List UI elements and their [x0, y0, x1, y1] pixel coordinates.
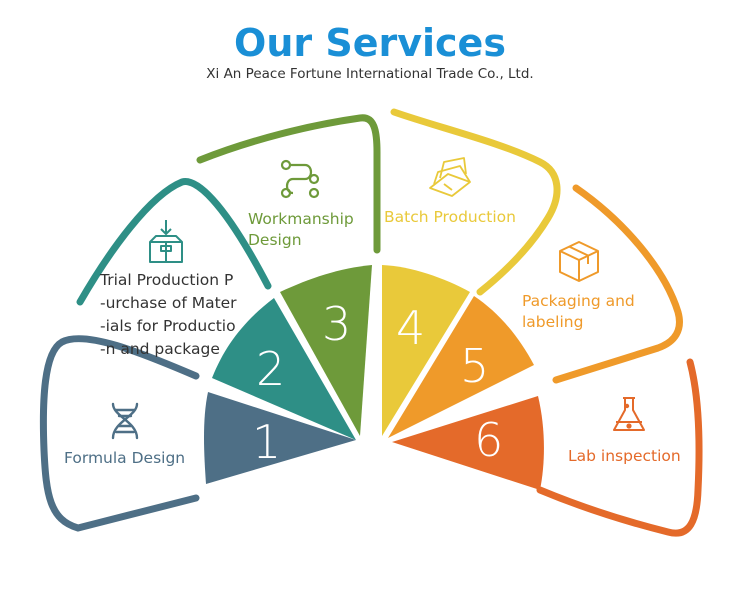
step-2-label-line: -urchase of Mater — [100, 294, 237, 312]
step-2-label-line: Trial Production P — [99, 271, 233, 289]
step-4-wedge[interactable] — [382, 265, 470, 436]
step-2-outer-arc — [76, 178, 272, 306]
step-6-number: 6 — [474, 413, 503, 467]
step-1-label: Formula Design — [64, 449, 185, 467]
workflow-icon — [280, 159, 320, 199]
step-4-number: 4 — [396, 301, 425, 355]
step-5-outer-arc — [552, 184, 683, 384]
step-3-label-line: Design — [248, 231, 302, 249]
step-3-wedge[interactable] — [280, 265, 372, 436]
step-2-wedge[interactable] — [212, 298, 356, 440]
dna-icon — [111, 402, 139, 440]
step-1-label-line: Formula Design — [64, 449, 185, 467]
step-3-outer-arc — [196, 114, 381, 254]
step-5-wedge[interactable] — [388, 296, 534, 438]
step-6-label: Lab inspection — [568, 447, 681, 465]
step-5-number: 5 — [460, 339, 489, 393]
flask-icon — [613, 397, 645, 431]
step-5-label: Packaging and labeling — [522, 292, 635, 331]
step-5-label-line: labeling — [522, 313, 583, 331]
step-3-label-line: Workmanship — [248, 210, 354, 228]
step-2-label-line: -ials for Productio — [100, 317, 236, 335]
step-4-label: Batch Production — [384, 208, 516, 226]
step-2-label: Trial Production P -urchase of Mater -ials… — [99, 271, 237, 358]
step-6-wedge[interactable] — [392, 396, 544, 490]
step-1-outer-arc — [39, 335, 200, 532]
step-6-label-line: Lab inspection — [568, 447, 681, 465]
step-2-number: 2 — [256, 342, 285, 396]
step-4-label-line: Batch Production — [384, 208, 516, 226]
page-title: Our Services — [234, 21, 506, 65]
package-icon — [559, 241, 599, 282]
step-4-outer-arc — [390, 108, 561, 296]
page-subtitle: Xi An Peace Fortune International Trade … — [206, 66, 533, 82]
step-6-outer-arc — [536, 358, 703, 537]
step-1-wedge[interactable] — [204, 392, 356, 484]
stacked-sheets-icon — [429, 157, 471, 197]
step-3-number: 3 — [322, 297, 351, 351]
step-5-label-line: Packaging and — [522, 292, 635, 310]
step-2-label-line: -n and package — [100, 340, 220, 358]
box-arrow-icon — [149, 220, 183, 263]
step-1-number: 1 — [252, 415, 281, 469]
